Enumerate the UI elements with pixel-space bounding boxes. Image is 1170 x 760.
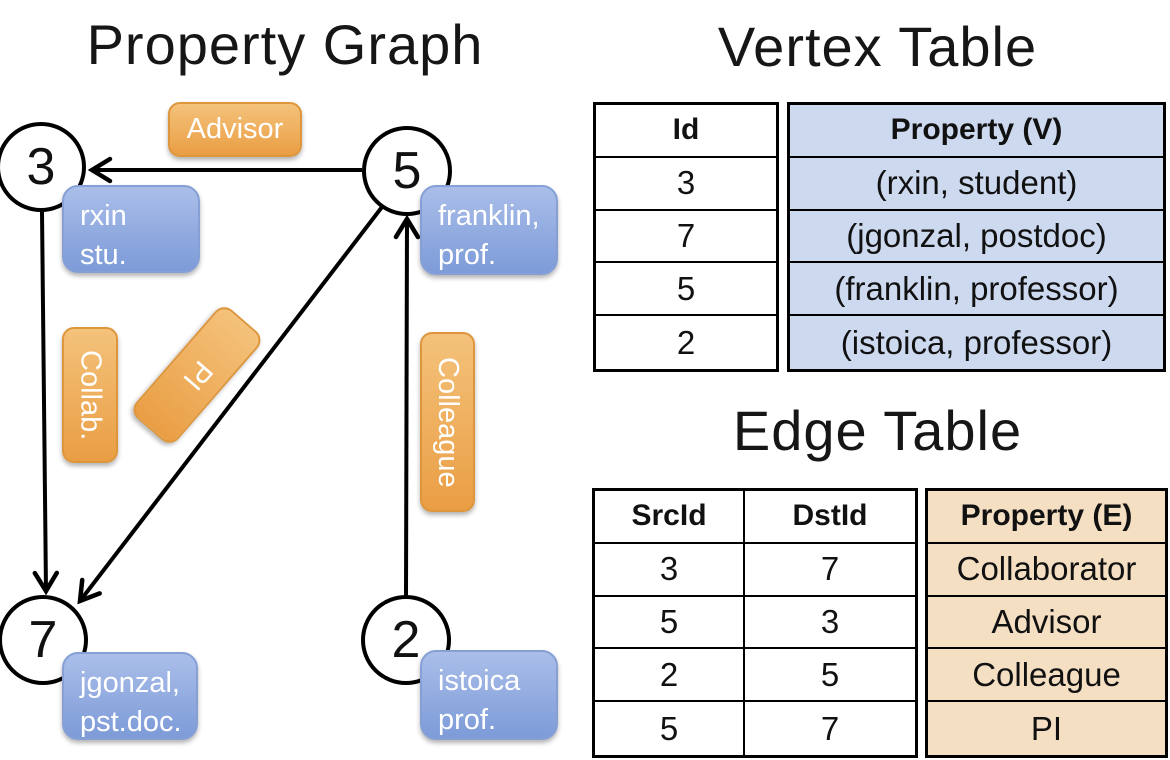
edge-table-cell: 3 bbox=[595, 543, 745, 597]
edge-table-header-dstid: DstId bbox=[745, 491, 915, 544]
edge-label-colleague: Colleague bbox=[420, 332, 475, 512]
node-label-rxin: rxin stu. bbox=[62, 185, 200, 273]
node-label-istoica: istoica prof. bbox=[420, 650, 558, 740]
edge-table-cell: 3 bbox=[745, 597, 915, 650]
vertex-table-id-column: Id 3 7 5 2 bbox=[593, 102, 779, 372]
edge-table-cell: 5 bbox=[595, 702, 745, 755]
vertex-table-cell: 7 bbox=[596, 211, 776, 264]
vertex-node-2: 2 bbox=[361, 595, 451, 685]
graph-edges-svg bbox=[32, 156, 421, 605]
vertex-table-cell: (franklin, professor) bbox=[790, 263, 1163, 317]
edge-table-property-column: Property (E) Collaborator Advisor Collea… bbox=[925, 488, 1168, 758]
node-label-istoica-line2: prof. bbox=[438, 704, 497, 736]
edge-label-collab-text: Collab. bbox=[74, 349, 107, 441]
edge-table-cell: Collaborator bbox=[928, 543, 1165, 597]
vertex-table-cell: 2 bbox=[676, 323, 696, 361]
vertex-table-cell: (jgonzal, postdoc) bbox=[790, 210, 1163, 264]
vertex-table-cell: 3 bbox=[596, 158, 776, 211]
edge-label-collab: Collab. bbox=[62, 327, 118, 463]
node-label-franklin: franklin, prof. bbox=[420, 185, 558, 275]
edge-table-cell: 7 bbox=[820, 709, 840, 747]
node-label-franklin-line2: prof. bbox=[438, 239, 497, 271]
node-label-jgonzal: jgonzal, pst.doc. bbox=[62, 652, 198, 740]
node-label-rxin-line2: stu. bbox=[80, 239, 127, 271]
edge-table-cell: 5 bbox=[595, 596, 745, 650]
edge-table-title: Edge Table bbox=[732, 399, 1023, 462]
node-label-istoica-line1: istoica bbox=[438, 665, 521, 697]
edge-table-id-columns: SrcId DstId 3 7 5 3 2 5 5 7 bbox=[592, 488, 918, 758]
vertex-table-cell: 5 bbox=[596, 263, 776, 317]
edge-3-to-7-arrow bbox=[32, 211, 60, 596]
vertex-table-cell: (rxin, student) bbox=[790, 157, 1163, 211]
edge-table-cell: 5 bbox=[745, 649, 915, 703]
edge-table-cell: Advisor bbox=[928, 596, 1165, 650]
edge-table-cell: PI bbox=[928, 702, 1165, 755]
node-label-franklin-line1: franklin, bbox=[438, 200, 540, 232]
edge-2-to-5-arrow bbox=[393, 214, 421, 597]
vertex-table-cell: (istoica, professor) bbox=[790, 316, 1163, 369]
edge-5-to-7-arrow bbox=[77, 205, 384, 605]
edge-table-cell: 7 bbox=[745, 544, 915, 597]
edge-table-cell: Colleague bbox=[928, 649, 1165, 703]
edge-table-header-property: Property (E) bbox=[928, 491, 1165, 544]
vertex-table-header-id: Id bbox=[596, 105, 776, 158]
edge-table-header-srcid: SrcId bbox=[595, 491, 745, 544]
vertex-node-3-id: 3 bbox=[26, 138, 56, 196]
edge-label-advisor-text: Advisor bbox=[186, 113, 284, 145]
node-label-jgonzal-line1: jgonzal, bbox=[80, 667, 180, 699]
vertex-node-7-id: 7 bbox=[28, 611, 58, 669]
vertex-table-property-column: Property (V) (rxin, student) (jgonzal, p… bbox=[787, 102, 1166, 372]
vertex-table-title: Vertex Table bbox=[717, 15, 1038, 78]
node-label-rxin-line1: rxin bbox=[80, 200, 127, 232]
node-label-jgonzal-line2: pst.doc. bbox=[80, 706, 182, 738]
edge-label-advisor: Advisor bbox=[168, 102, 302, 157]
edge-label-colleague-text: Colleague bbox=[432, 356, 464, 488]
edge-label-pi-text: PI bbox=[176, 354, 219, 397]
vertex-node-5-id: 5 bbox=[392, 142, 422, 200]
edge-table-cell: 2 bbox=[595, 649, 745, 703]
vertex-table-header-property: Property (V) bbox=[790, 105, 1163, 158]
property-graph-title: Property Graph bbox=[86, 13, 484, 76]
vertex-node-2-id: 2 bbox=[391, 611, 421, 669]
